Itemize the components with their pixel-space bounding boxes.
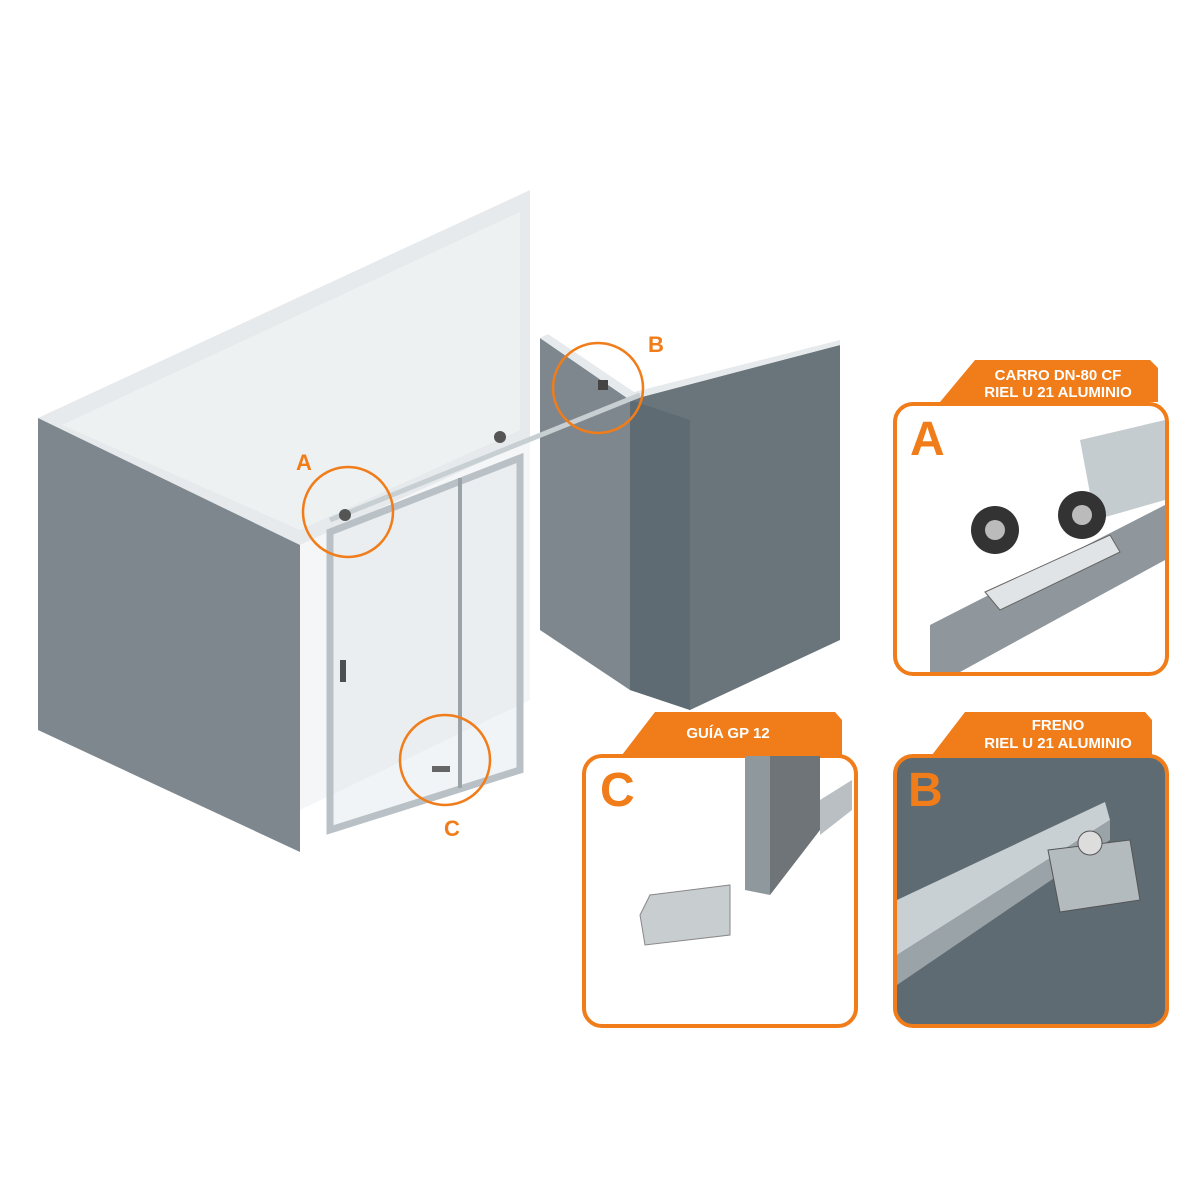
callout-circle-a <box>301 465 395 559</box>
detail-panel-b: FRENO RIEL U 21 ALUMINIO B <box>893 712 1169 1028</box>
carriage-plate <box>984 534 1121 611</box>
door-edge-front <box>745 756 770 895</box>
rail <box>329 392 641 523</box>
left-wall-face <box>38 418 300 852</box>
main-wall <box>38 190 530 852</box>
panel-a-title-2: RIEL U 21 ALUMINIO <box>984 384 1132 401</box>
panel-c-tab <box>622 712 842 755</box>
door-handle <box>340 660 346 682</box>
callout-circle-c <box>398 713 492 807</box>
door-frame <box>326 452 524 835</box>
callout-label-b: B <box>648 332 664 357</box>
back-wall-inner <box>62 212 520 530</box>
carriage-a <box>339 509 351 521</box>
wheel-hub <box>985 520 1005 540</box>
detail-panel-a: CARRO DN-80 CF RIEL U 21 ALUMINIO A <box>893 360 1169 676</box>
door-edge-side <box>770 756 820 895</box>
callout-label-c: C <box>444 816 460 841</box>
panel-b-letter: B <box>908 764 943 817</box>
panel-b-tab <box>932 712 1152 755</box>
rail-profile <box>1080 420 1165 520</box>
guide-c <box>432 766 450 772</box>
rail-b <box>897 802 1110 955</box>
guide-piece <box>639 884 731 946</box>
opening <box>300 440 530 810</box>
brake-piece <box>1047 839 1141 913</box>
detail-panel-c: GUÍA GP 12 C <box>582 712 858 1028</box>
carriage-a2 <box>494 431 506 443</box>
right-wall <box>540 334 840 710</box>
right-wall-top <box>540 334 840 400</box>
panel-a-title-1: CARRO DN-80 CF <box>995 367 1122 384</box>
panel-a-tab <box>940 360 1158 402</box>
callout-label-a: A <box>296 450 312 475</box>
panel-b-title-1: FRENO <box>1032 717 1085 734</box>
brake-b <box>598 380 608 390</box>
sliding-door <box>326 380 641 835</box>
right-wall-corner <box>630 400 690 710</box>
panel-b-title-2: RIEL U 21 ALUMINIO <box>984 735 1132 752</box>
door-frame-bottom <box>820 780 852 835</box>
panel-a-letter: A <box>910 413 945 466</box>
wheel-hub <box>1072 505 1092 525</box>
callout-circle-b <box>551 341 645 435</box>
panel-c-title: GUÍA GP 12 <box>686 725 769 742</box>
brake-screw <box>1077 830 1103 856</box>
callout-circles <box>301 341 645 807</box>
panel-c-letter: C <box>600 764 635 817</box>
